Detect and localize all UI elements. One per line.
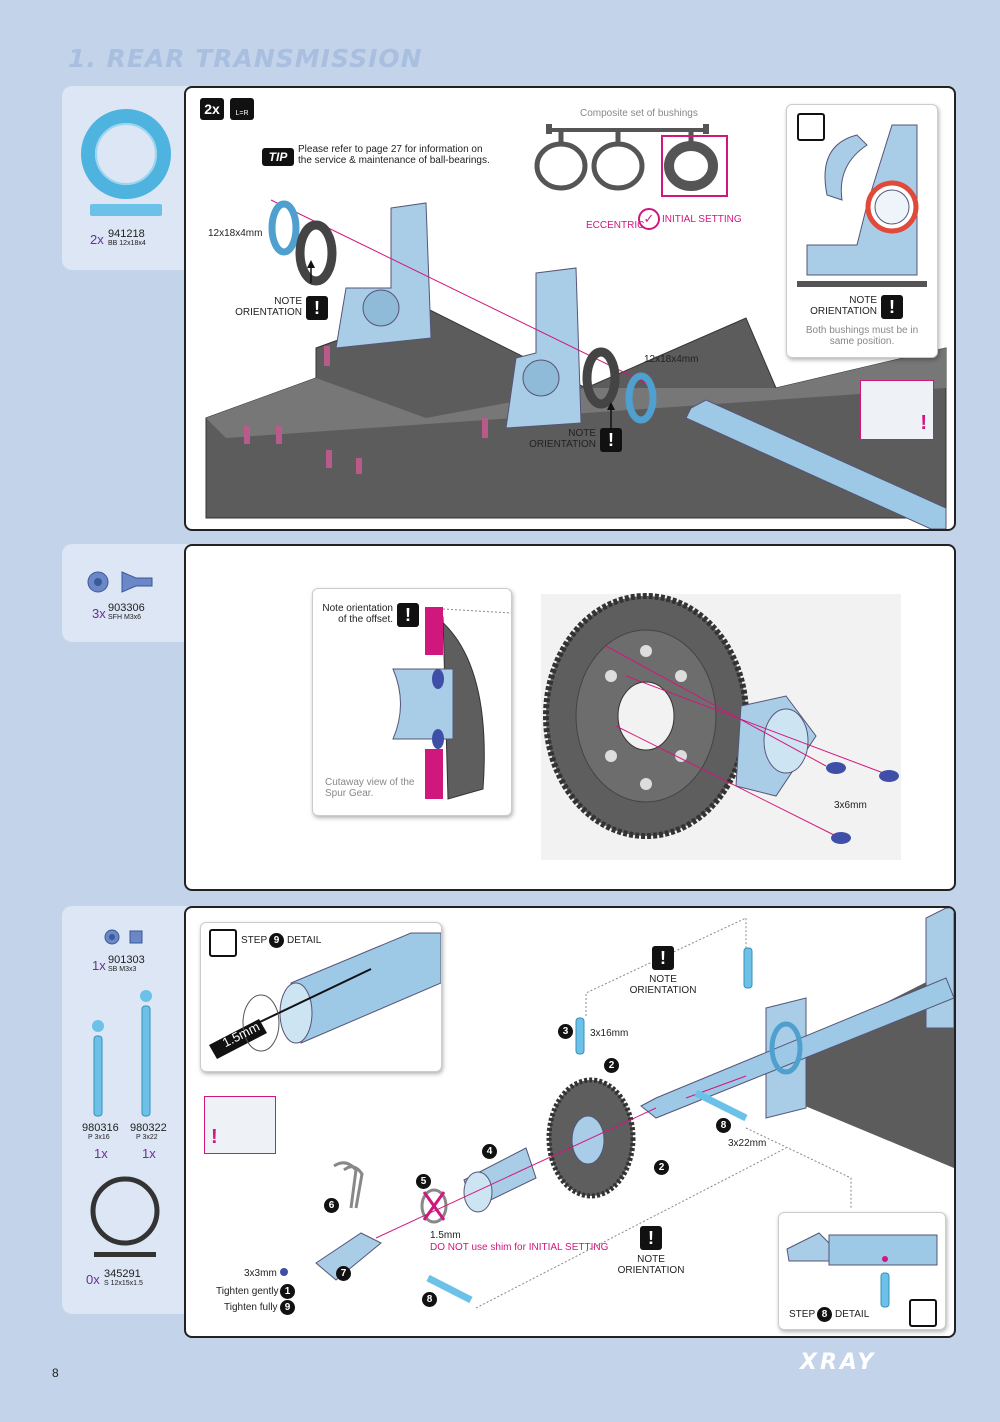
step1-panel: 2x L=R TIP Please refer to page 27 for i…: [184, 86, 956, 531]
part-qty: 1x: [94, 1146, 108, 1161]
cutaway-caption: Cutaway view of the Spur Gear.: [325, 777, 415, 799]
set-screw-icon: [104, 929, 143, 945]
chassis-drawing: [205, 124, 947, 529]
part-number: 901303: [108, 954, 145, 966]
step-number-badge: 2: [654, 1160, 669, 1175]
shim-size: 1.5mm: [430, 1230, 461, 1241]
bearing-size-right: 12x18x4mm: [644, 354, 699, 365]
shim-icon: [90, 1176, 160, 1257]
warning-icon: !: [306, 296, 328, 320]
part-desc: SFH M3x6: [108, 614, 142, 621]
parts-tab-step1: 2x 941218 BB 12x18x4: [62, 86, 192, 270]
hex-key-drawing: [209, 932, 441, 1059]
step-number-badge: 8: [716, 1118, 731, 1133]
shim-warning: DO NOT use shim for INITIAL SETTING: [430, 1242, 609, 1253]
part-desc: BB 12x18x4: [108, 240, 146, 247]
part-desc: P 3x22: [136, 1134, 158, 1141]
initial-setting-label: INITIAL SETTING: [662, 214, 742, 225]
transmission-assembly-drawing: [280, 908, 954, 1309]
part-number: 345291: [104, 1268, 141, 1280]
detail8-suffix: DETAIL: [835, 1309, 870, 1320]
part-qty: 1x: [142, 1146, 156, 1161]
magnifier-icon: [209, 929, 237, 957]
setscrew-size: 3x3mm: [244, 1268, 277, 1279]
grease-icon: !: [860, 380, 934, 440]
note-orientation-bottom: NOTE ORIENTATION: [617, 1254, 685, 1276]
part-desc: S 12x15x1.5: [104, 1280, 143, 1287]
magnifier-icon: [909, 1299, 937, 1327]
multiplier-badge: 2x: [200, 98, 224, 120]
part-desc: P 3x16: [88, 1134, 110, 1141]
parts-tab-step2: 3x 903306 SFH M3x6: [62, 544, 192, 642]
warning-icon: !: [397, 603, 419, 627]
step-number-badge: 9: [269, 933, 284, 948]
step2-panel: Note orientation of the offset. ! Cutawa…: [184, 544, 956, 891]
pins-icon: [92, 990, 152, 1117]
screw-icon: [87, 571, 153, 593]
magnifier-icon: [797, 113, 825, 141]
tighten-fully: Tighten fully: [224, 1302, 278, 1313]
part-number: 903306: [108, 602, 145, 614]
step-number-badge: 7: [336, 1266, 351, 1281]
screw-size: 3x6mm: [834, 800, 867, 811]
warning-icon: !: [600, 428, 622, 452]
cutaway-detail-box: Note orientation of the offset. ! Cutawa…: [312, 588, 512, 816]
tip-text: Please refer to page 27 for information …: [298, 144, 490, 166]
part-number: 941218: [108, 228, 145, 240]
detail8-title: STEP: [789, 1309, 816, 1320]
tighten-gently: Tighten gently: [216, 1286, 279, 1297]
note-orientation-top: NOTE ORIENTATION: [629, 974, 697, 996]
cutaway-drawing: [392, 607, 511, 800]
bearing-size-left: 12x18x4mm: [208, 228, 263, 239]
grease-icon: !: [204, 1096, 276, 1154]
step-number-badge: 8: [817, 1307, 832, 1322]
eccentric-label: ECCENTRIC: [586, 220, 645, 231]
detail-note: NOTE ORIENTATION: [810, 295, 877, 317]
step-number-badge: 5: [416, 1174, 431, 1189]
part-number: 980322: [130, 1122, 167, 1134]
part-qty: 0x: [86, 1272, 100, 1287]
step-number-badge: 3: [558, 1024, 573, 1039]
step-number-badge: 8: [422, 1292, 437, 1307]
part-qty: 3x: [92, 606, 106, 621]
xray-logo: XRAY: [800, 1350, 877, 1375]
step-number-badge: 2: [604, 1058, 619, 1073]
detail9-title: STEP: [241, 935, 268, 946]
part-desc: SB M3x3: [108, 966, 137, 973]
step-number-badge: 9: [280, 1300, 295, 1315]
note-orientation-right: NOTE ORIENTATION: [529, 428, 596, 450]
pin-detail-drawing: [786, 1232, 938, 1308]
bulkhead-detail-drawing: [797, 124, 927, 287]
warning-icon: !: [652, 946, 674, 970]
step3-panel: STEP 9 DETAIL 1.5mm ! ! NOTE ORIENTATION…: [184, 906, 956, 1338]
part-qty: 2x: [90, 232, 104, 247]
warning-icon: !: [881, 295, 903, 319]
orientation-detail-box: NOTE ORIENTATION ! Both bushings must be…: [786, 104, 938, 358]
step8-detail-box: STEP 8 DETAIL: [778, 1212, 946, 1330]
tip-badge: TIP: [262, 148, 294, 166]
warning-icon: !: [640, 1226, 662, 1250]
detail9-suffix: DETAIL: [287, 935, 322, 946]
detail-caption: Both bushings must be in same position.: [805, 325, 919, 347]
pin-3x22-label: 3x22mm: [728, 1138, 767, 1149]
pin-3x16-label: 3x16mm: [590, 1028, 629, 1039]
offset-note: Note orientation of the offset.: [322, 603, 393, 625]
note-orientation-left: NOTE ORIENTATION: [235, 296, 302, 318]
step-number-badge: 4: [482, 1144, 497, 1159]
step-number-badge: 6: [324, 1198, 339, 1213]
spur-gear-drawing: [541, 593, 901, 860]
parts-tab-step3: 1x 901303 SB M3x3 980316 P 3x16 1x 98032…: [62, 906, 192, 1314]
step9-detail-box: STEP 9 DETAIL 1.5mm: [200, 922, 442, 1072]
ball-bearing-icon: [81, 109, 171, 216]
bushings-label: Composite set of bushings: [580, 108, 698, 119]
step-number-badge: 1: [280, 1284, 295, 1299]
page-number: 8: [52, 1366, 59, 1380]
page-title: 1. REAR TRANSMISSION: [68, 44, 423, 73]
lr-badge: L=R: [230, 98, 254, 120]
part-qty: 1x: [92, 958, 106, 973]
check-icon: ✓: [638, 208, 660, 230]
part-number: 980316: [82, 1122, 119, 1134]
